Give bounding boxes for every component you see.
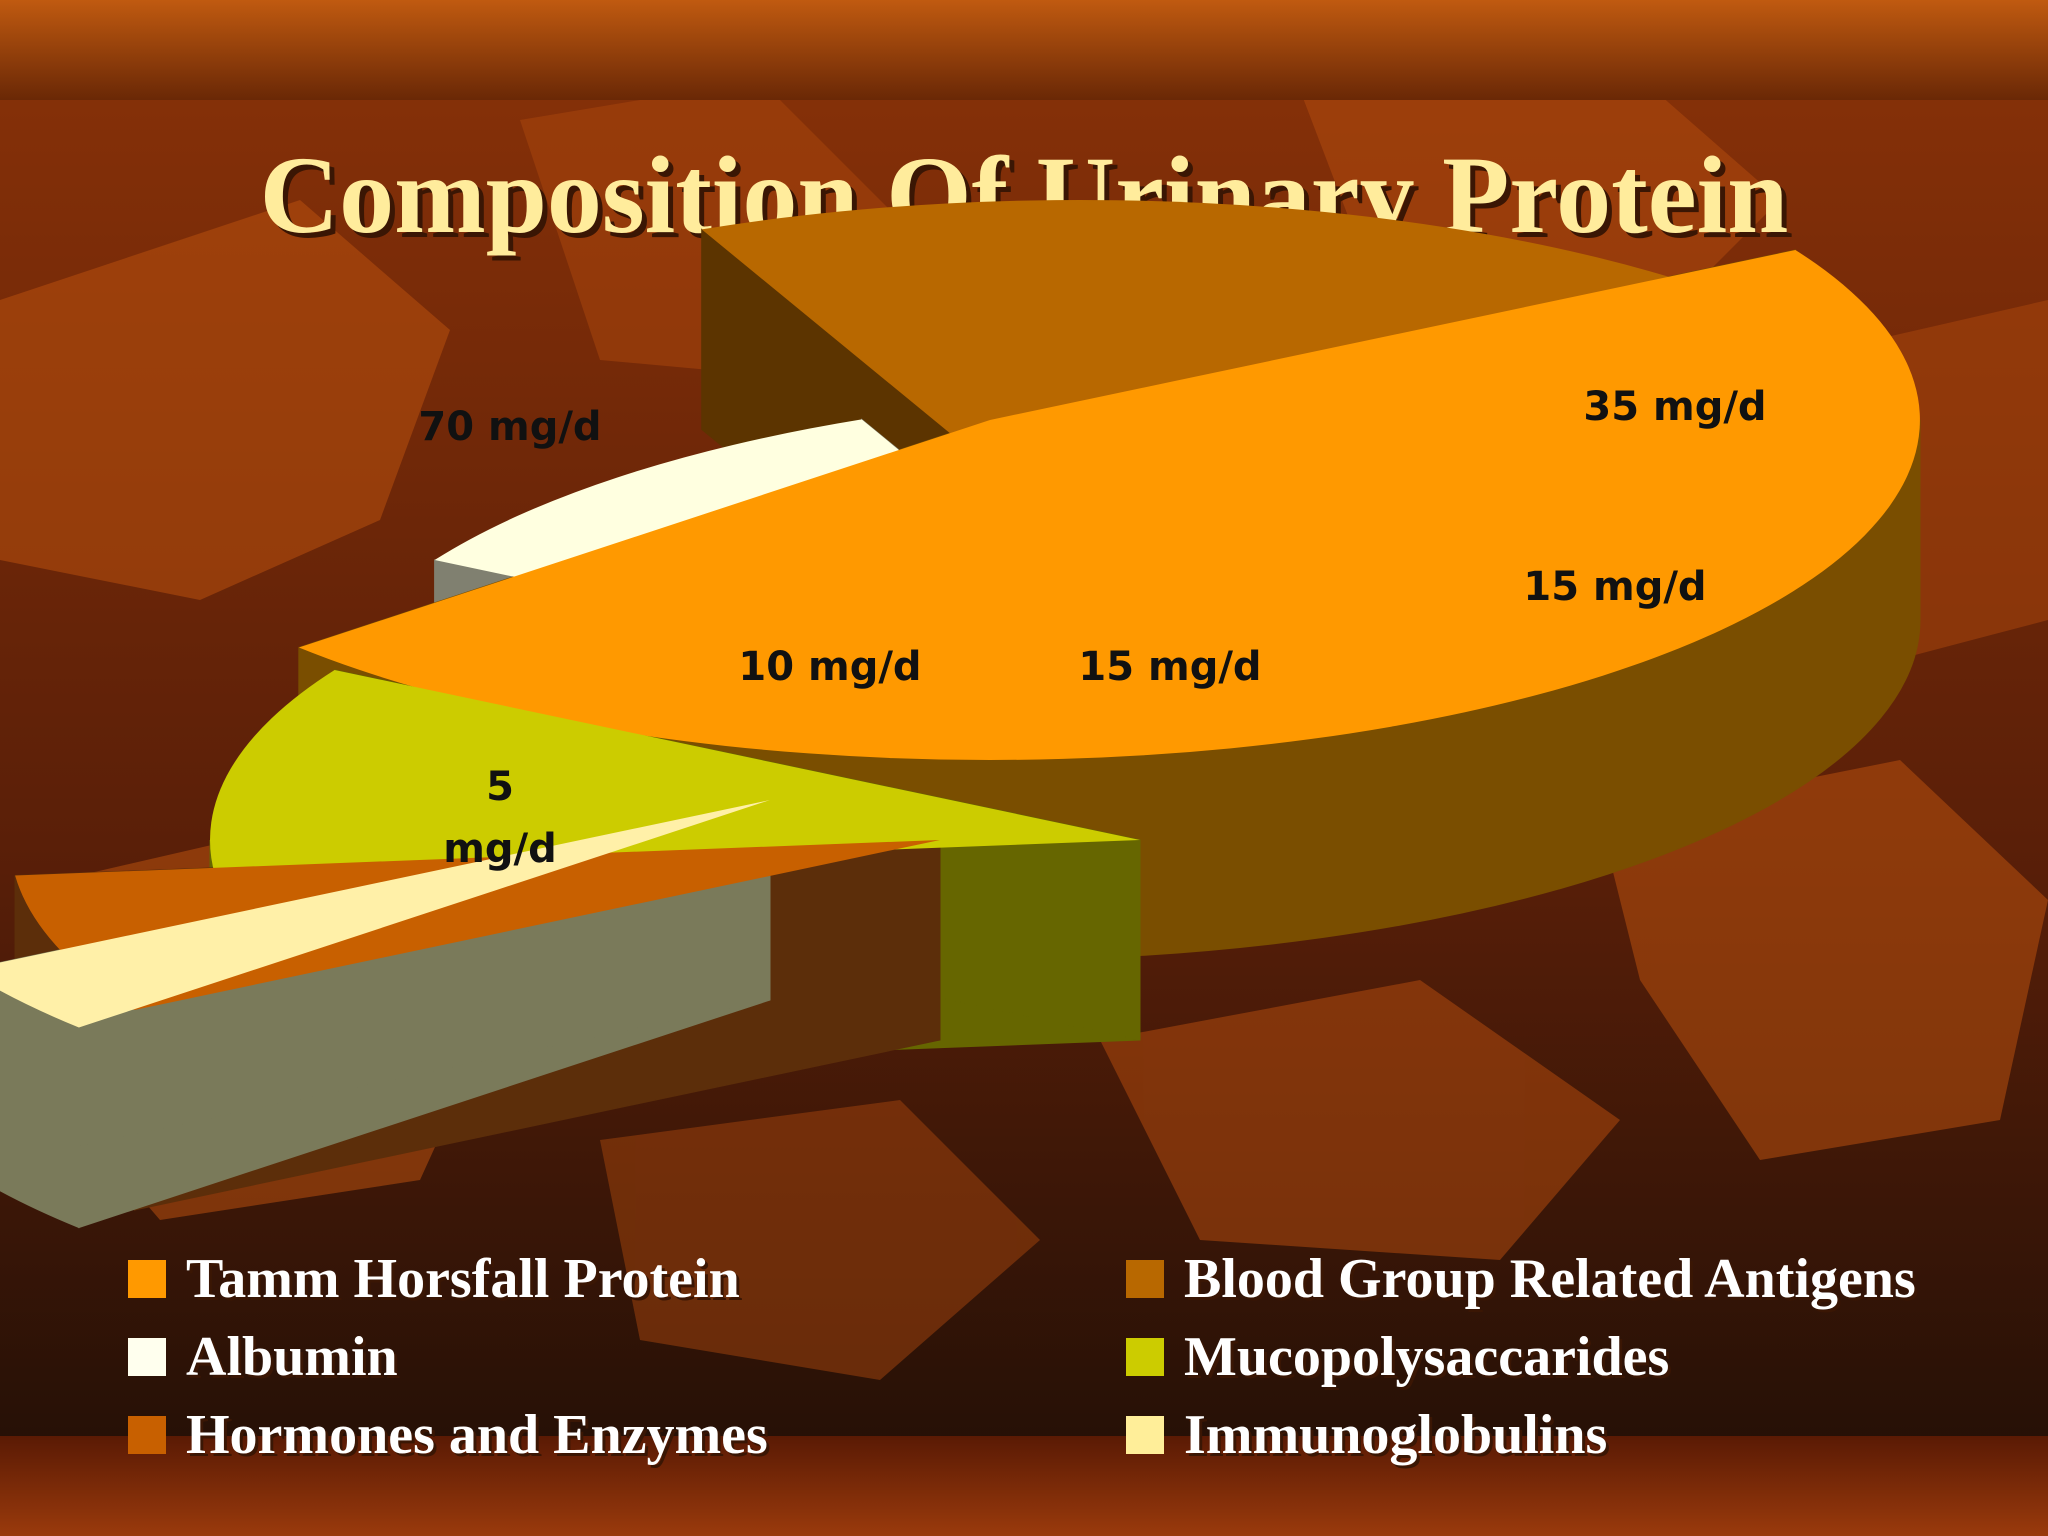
legend-label: Tamm Horsfall Protein — [186, 1248, 740, 1310]
legend-item: Albumin — [128, 1318, 768, 1396]
pie-data-label: 15 mg/d — [1523, 564, 1706, 610]
legend-label: Hormones and Enzymes — [186, 1404, 768, 1466]
pie-data-label: 15 mg/d — [1078, 644, 1261, 690]
legend-swatch — [128, 1338, 166, 1376]
legend-item: Blood Group Related Antigens — [1126, 1240, 1916, 1318]
legend-swatch — [128, 1260, 166, 1298]
pie-slice-tops — [0, 200, 1920, 1028]
legend-item: Tamm Horsfall Protein — [128, 1240, 768, 1318]
legend-right: Blood Group Related Antigens Mucopolysac… — [1126, 1240, 1916, 1474]
legend-swatch — [1126, 1338, 1164, 1376]
pie-data-label: 70 mg/d — [418, 404, 601, 450]
legend-label: Blood Group Related Antigens — [1184, 1248, 1916, 1310]
pie-slice — [298, 250, 1920, 760]
legend-swatch — [128, 1416, 166, 1454]
legend-label: Albumin — [186, 1326, 398, 1388]
legend-item: Hormones and Enzymes — [128, 1396, 768, 1474]
legend-swatch — [1126, 1260, 1164, 1298]
bottom-band — [0, 1436, 2048, 1536]
legend-swatch — [1126, 1416, 1164, 1454]
legend-label: Mucopolysaccarides — [1184, 1326, 1670, 1388]
legend-left: Tamm Horsfall Protein Albumin Hormones a… — [128, 1240, 768, 1474]
pie-data-label: 10 mg/d — [738, 644, 921, 690]
legend-label: Immunoglobulins — [1184, 1404, 1608, 1466]
pie-data-label: 35 mg/d — [1583, 384, 1766, 430]
pie-slice — [210, 670, 1141, 876]
top-band — [0, 0, 2048, 100]
legend-item: Mucopolysaccarides — [1126, 1318, 1916, 1396]
legend-item: Immunoglobulins — [1126, 1396, 1916, 1474]
pie-slice — [0, 800, 770, 1028]
